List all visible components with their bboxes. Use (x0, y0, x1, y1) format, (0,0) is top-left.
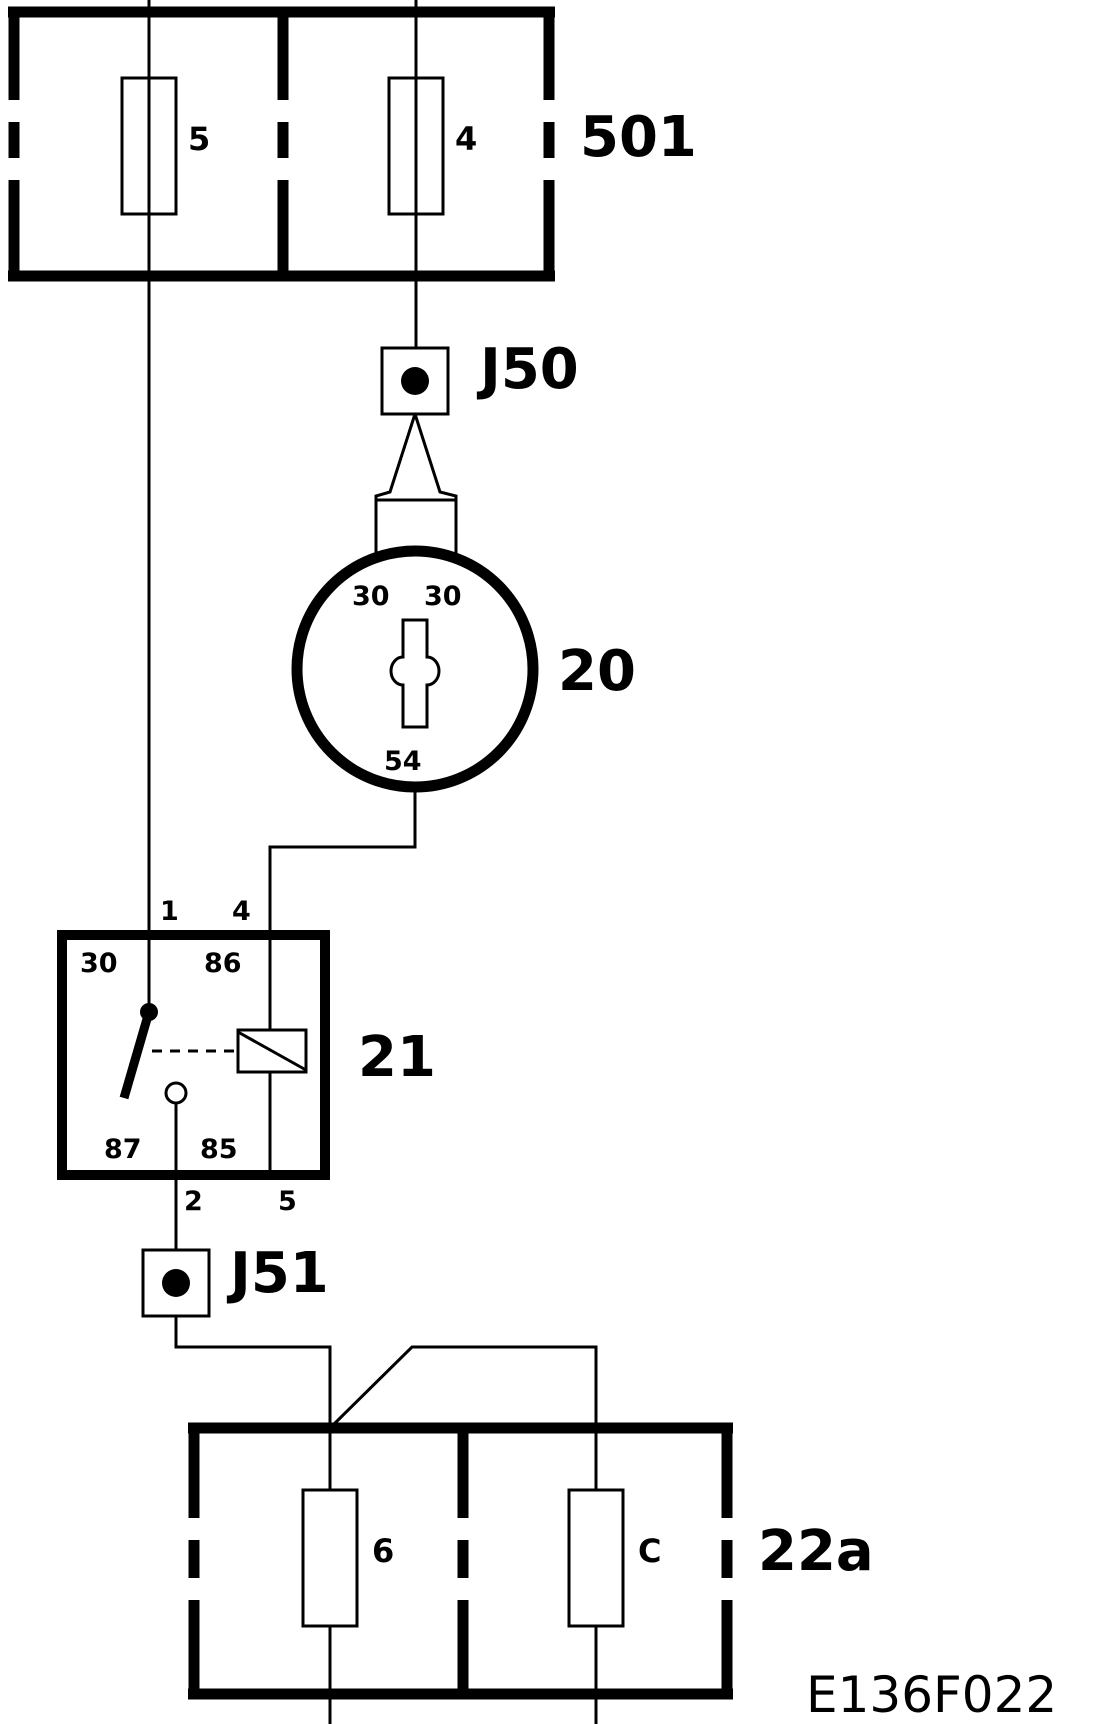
ign-pin-30-right: 30 (424, 581, 462, 612)
label-j50: J50 (476, 337, 579, 402)
fuse-c (567, 1488, 625, 1628)
connector-j51-pin (162, 1269, 190, 1297)
ign-pin-30-left: 30 (352, 581, 390, 612)
relay-open-contact (164, 1081, 188, 1105)
fuse-box-22a (188, 1422, 733, 1700)
ign-pin-54: 54 (384, 746, 422, 777)
connector-j50-pin (401, 367, 429, 395)
fuse-label-c: C (638, 1532, 661, 1570)
relay-pin-30: 30 (80, 948, 118, 979)
relay-21 (57, 930, 330, 1180)
wire-num-2: 2 (184, 1186, 203, 1217)
label-22a: 22a (758, 1519, 874, 1584)
wire-num-1: 1 (160, 896, 179, 927)
wire-ign54-to-relay86 (268, 787, 417, 935)
wire-num-4: 4 (232, 896, 251, 927)
relay-pin-87: 87 (104, 1134, 142, 1165)
relay-switch-contact (119, 1010, 154, 1100)
diagram-code: E136F022 (806, 1666, 1057, 1724)
wire-num-5: 5 (278, 1186, 297, 1217)
label-501: 501 (580, 105, 697, 170)
fuse-6 (301, 1488, 359, 1628)
relay-pin-86: 86 (204, 948, 242, 979)
key-slot-icon (389, 618, 441, 729)
fuse-label-6: 6 (372, 1532, 394, 1570)
label-20: 20 (558, 639, 636, 704)
label-21: 21 (358, 1025, 436, 1090)
fuse-label-4: 4 (455, 120, 477, 158)
label-j51: J51 (226, 1241, 329, 1306)
fuse-label-5: 5 (188, 120, 210, 158)
relay-pin-85: 85 (200, 1134, 238, 1165)
